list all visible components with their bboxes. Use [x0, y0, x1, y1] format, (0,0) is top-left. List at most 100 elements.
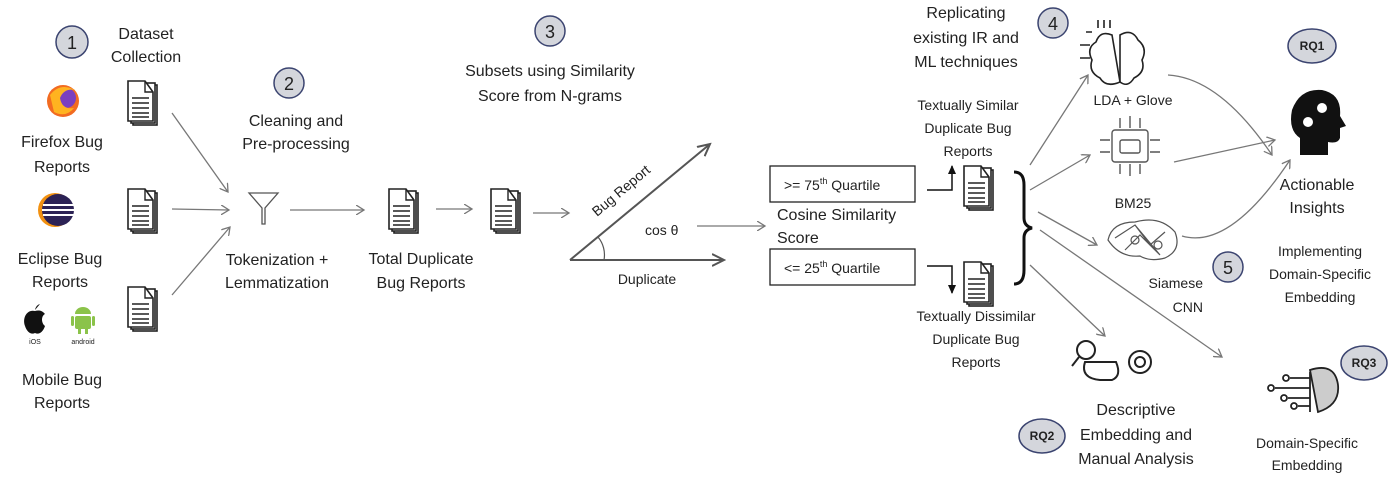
- step-3-number: 3: [545, 22, 555, 42]
- step-1-number: 1: [67, 33, 77, 53]
- label-line: Cosine Similarity: [777, 207, 896, 224]
- high-quartile-text: >= 75th Quartile: [784, 176, 880, 193]
- android-icon: android: [71, 307, 95, 346]
- rq2-text: RQ2: [1030, 429, 1055, 443]
- curly-brace: [1013, 170, 1033, 286]
- step-3-label: Subsets using Similarity Score from N-gr…: [465, 63, 635, 105]
- label-line: Eclipse Bug: [18, 251, 103, 268]
- similar-label: Textually Similar Duplicate Bug Reports: [917, 97, 1018, 159]
- label-line: Reports: [34, 395, 90, 412]
- firefox-label: Firefox Bug Reports: [21, 134, 103, 176]
- bug-report-vector-label: Bug Report: [589, 161, 654, 219]
- subset-documents-icon: [490, 188, 521, 234]
- rq3-text: RQ3: [1352, 356, 1377, 370]
- label-line: Textually Dissimilar: [916, 308, 1035, 324]
- label-line: Tokenization +: [226, 252, 329, 269]
- label-line: Mobile Bug: [22, 372, 102, 389]
- bm25-chip-icon: [1100, 116, 1160, 176]
- eclipse-documents-icon: [127, 188, 158, 234]
- label-line: existing IR and: [913, 30, 1019, 47]
- low-quartile-text: <= 25th Quartile: [784, 259, 880, 276]
- label-line: Domain-Specific: [1269, 266, 1371, 282]
- label-line: Cleaning and: [249, 113, 343, 130]
- step-1-label: Dataset Collection: [111, 26, 181, 66]
- total-duplicates-documents-icon: [388, 188, 419, 234]
- label-line: Reports: [34, 159, 90, 176]
- label-line: Domain-Specific: [1256, 435, 1358, 451]
- mobile-label: Mobile Bug Reports: [22, 372, 102, 412]
- label-line: Manual Analysis: [1078, 451, 1194, 468]
- label-line: Actionable: [1280, 177, 1355, 194]
- label-line: Reports: [951, 354, 1000, 370]
- siamese-network-icon: [1107, 219, 1178, 261]
- label-line: Duplicate Bug: [924, 120, 1011, 136]
- mobile-documents-icon: [127, 286, 158, 332]
- label-line: Insights: [1289, 200, 1344, 217]
- label-line: Descriptive: [1096, 402, 1175, 419]
- flow-arrows: [171, 112, 765, 296]
- step-4-number: 4: [1048, 14, 1058, 34]
- filter-funnel-icon: [247, 192, 280, 225]
- similar-documents-icon: [963, 165, 994, 211]
- dissimilar-label: Textually Dissimilar Duplicate Bug Repor…: [916, 308, 1035, 370]
- label-line: Score: [777, 230, 819, 247]
- rq1-badge: RQ1: [1287, 28, 1337, 64]
- label-line: Score from N-grams: [478, 88, 622, 105]
- step-1-badge: 1: [55, 25, 89, 59]
- step-4-badge: 4: [1037, 7, 1069, 39]
- domain-embedding-label: Domain-Specific Embedding: [1256, 435, 1358, 473]
- firefox-documents-icon: [127, 80, 158, 126]
- eclipse-label: Eclipse Bug Reports: [18, 251, 103, 291]
- bm25-label: BM25: [1115, 195, 1152, 211]
- step-2-badge: 2: [273, 67, 305, 99]
- label-line: CNN: [1173, 299, 1203, 315]
- label-line: Replicating: [926, 5, 1005, 22]
- lda-glove-label: LDA + Glove: [1094, 92, 1173, 108]
- rq3-badge: RQ3: [1340, 345, 1388, 381]
- cos-theta-label: cos θ: [645, 222, 679, 238]
- head-gears-icon: [1291, 89, 1346, 155]
- label-line: Bug Reports: [377, 275, 466, 292]
- label-line: Pre-processing: [242, 136, 350, 153]
- step-2-label: Cleaning and Pre-processing: [242, 113, 350, 153]
- eclipse-icon: [38, 193, 75, 227]
- label-line: Total Duplicate: [369, 251, 474, 268]
- descriptive-label: Descriptive Embedding and Manual Analysi…: [1078, 402, 1194, 468]
- ios-label: iOS: [29, 339, 41, 346]
- total-duplicates-label: Total Duplicate Bug Reports: [369, 251, 474, 292]
- circuit-brain-icon: [1267, 367, 1340, 414]
- label-line: Duplicate Bug: [932, 331, 1019, 347]
- step-4-label: Replicating existing IR and ML technique…: [913, 5, 1019, 71]
- label-line: Embedding and: [1080, 427, 1192, 444]
- label-line: Firefox Bug: [21, 134, 103, 151]
- label-line: Textually Similar: [917, 97, 1018, 113]
- label-line: Reports: [943, 143, 992, 159]
- tokenization-label: Tokenization + Lemmatization: [225, 252, 329, 292]
- label-line: Siamese: [1149, 275, 1204, 291]
- android-label: android: [71, 339, 94, 346]
- label-line: Embedding: [1272, 457, 1343, 473]
- step-3-badge: 3: [534, 15, 566, 47]
- dissimilar-documents-icon: [963, 261, 994, 307]
- cosine-score-label: Cosine Similarity Score: [777, 207, 896, 247]
- low-quartile-box: <= 25th Quartile: [769, 248, 916, 286]
- label-line: Lemmatization: [225, 275, 329, 292]
- apple-ios-icon: iOS: [24, 304, 45, 346]
- step-5-label: Implementing Domain-Specific Embedding: [1269, 243, 1371, 305]
- insights-label: Actionable Insights: [1280, 177, 1355, 217]
- label-line: Embedding: [1285, 289, 1356, 305]
- label-line: Reports: [32, 274, 88, 291]
- duplicate-vector-label: Duplicate: [618, 271, 677, 287]
- high-quartile-box: >= 75th Quartile: [769, 165, 916, 203]
- lda-brain-icon: [1080, 20, 1146, 86]
- step-2-number: 2: [284, 74, 294, 94]
- label-line: Dataset: [118, 26, 174, 43]
- analysis-chat-gear-icon: [1071, 340, 1152, 381]
- cosine-angle-diagram: Bug Report cos θ Duplicate: [569, 144, 724, 287]
- rq1-text: RQ1: [1300, 39, 1325, 53]
- step-5-number: 5: [1223, 258, 1233, 278]
- label-line: Subsets using Similarity: [465, 63, 635, 80]
- technique-arrows: [1029, 75, 1290, 357]
